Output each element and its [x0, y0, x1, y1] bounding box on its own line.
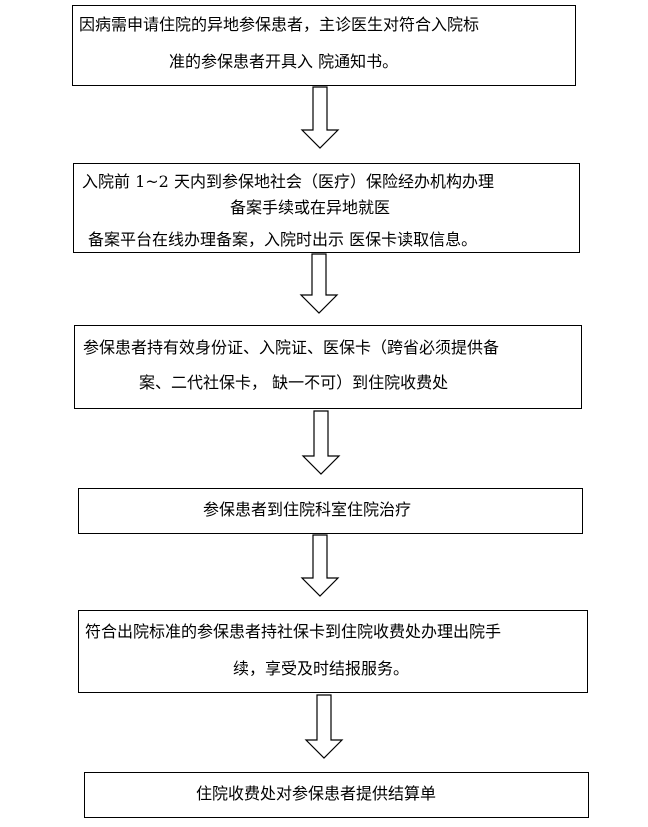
step-6-line-1: 住院收费处对参保患者提供结算单: [196, 784, 437, 803]
down-arrow-icon: [300, 86, 340, 149]
step-5-line-2: 续，享受及时结报服务。: [233, 659, 410, 678]
step-3-box: 参保患者持有效身份证、入院证、医保卡（跨省必须提供备 案、二代社保卡， 缺一不可…: [74, 325, 582, 409]
step-1-line-1: 因病需申请住院的异地参保患者，主诊医生对符合入院标: [79, 15, 480, 34]
step-2-line-3: 备案平台在线办理备案，入院时出示 医保卡读取信息。: [88, 230, 478, 249]
down-arrow-icon: [304, 694, 344, 759]
step-5-box: 符合出院标准的参保患者持社保卡到住院收费处办理出院手 续，享受及时结报服务。: [78, 610, 588, 693]
step-2-line-2: 备案手续或在异地就医: [230, 198, 391, 217]
step-1-line-2: 准的参保患者开具入 院通知书。: [169, 52, 399, 71]
step-4-line-1: 参保患者到住院科室住院治疗: [203, 500, 412, 519]
step-5-line-1: 符合出院标准的参保患者持社保卡到住院收费处办理出院手: [85, 622, 502, 641]
step-4-box: 参保患者到住院科室住院治疗: [78, 488, 583, 534]
step-1-box: 因病需申请住院的异地参保患者，主诊医生对符合入院标 准的参保患者开具入 院通知书…: [72, 5, 576, 86]
step-2-box: 入院前 1~2 天内到参保地社会（医疗）保险经办机构办理 备案手续或在异地就医 …: [73, 163, 580, 253]
step-6-box: 住院收费处对参保患者提供结算单: [84, 772, 589, 818]
down-arrow-icon: [300, 534, 340, 597]
step-3-line-1: 参保患者持有效身份证、入院证、医保卡（跨省必须提供备: [83, 338, 500, 357]
down-arrow-icon: [301, 410, 341, 475]
step-2-line-1: 入院前 1~2 天内到参保地社会（医疗）保险经办机构办理: [82, 172, 494, 191]
step-3-line-2: 案、二代社保卡， 缺一不可）到住院收费处: [139, 373, 449, 392]
down-arrow-icon: [299, 253, 339, 314]
